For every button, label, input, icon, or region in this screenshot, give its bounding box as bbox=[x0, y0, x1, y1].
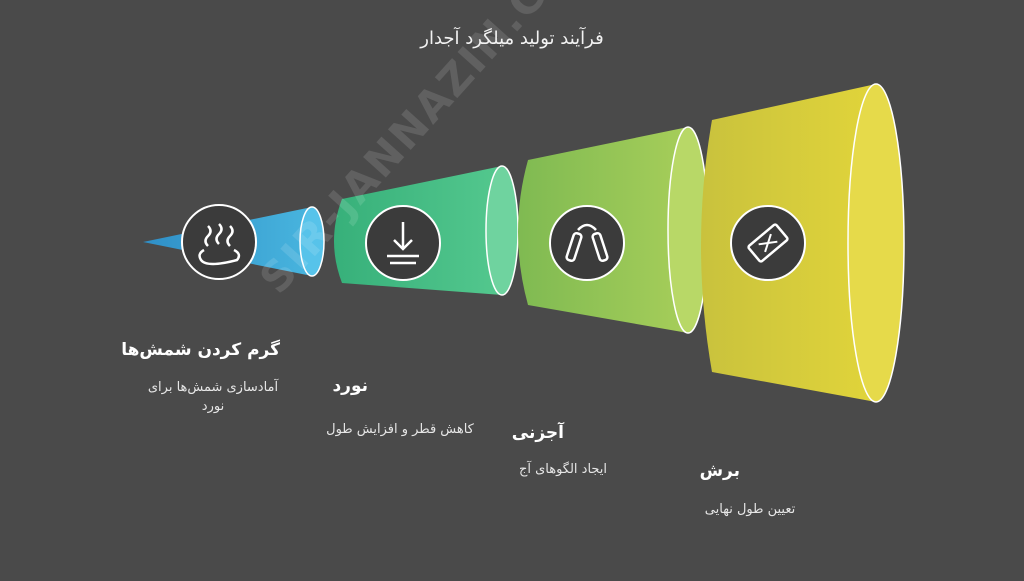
stage-heating-desc-line2: نورد bbox=[201, 399, 225, 414]
stage-ribbing-title: آجزنی bbox=[511, 423, 564, 443]
stage-ribbing-desc: ایجاد الگوهای آج bbox=[518, 462, 608, 477]
stage-cutting-title: برش bbox=[699, 461, 740, 481]
stage-heating-desc-line1: آمادسازی شمش‌ها برای bbox=[147, 380, 279, 395]
stage-rolling-desc: کاهش قطر و افزایش طول bbox=[326, 422, 474, 437]
stage-heating-desc: آمادسازی شمش‌ها برای نورد bbox=[138, 378, 288, 416]
hot-spring-icon bbox=[181, 204, 257, 280]
stage-rolling-title: نورد bbox=[332, 376, 368, 396]
download-arrow-icon bbox=[365, 205, 441, 281]
stage-cutting-desc: تعیین طول نهایی bbox=[704, 502, 796, 517]
hand-gripper-icon bbox=[549, 205, 625, 281]
cut-ticket-icon bbox=[730, 205, 806, 281]
stage-heating-title: گرم کردن شمش‌ها bbox=[121, 340, 280, 360]
diagram-title: فرآیند تولید میلگرد آجدار bbox=[420, 28, 604, 49]
